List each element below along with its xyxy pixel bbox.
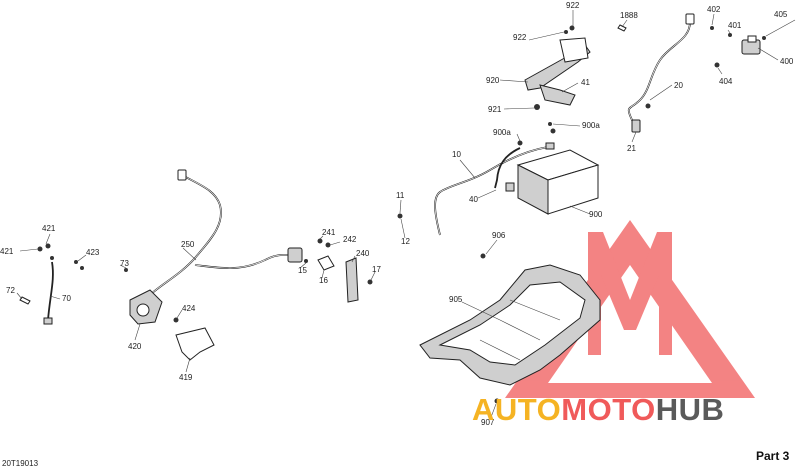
part-title: Part 3 xyxy=(756,449,790,463)
callout-16: 16 xyxy=(319,276,328,285)
svg-text:AUTOMOTOHUB: AUTOMOTOHUB xyxy=(472,392,724,427)
callout-906: 906 xyxy=(492,231,506,240)
callout-250: 250 xyxy=(181,240,195,249)
bracket-920-assembly xyxy=(524,25,591,126)
callout-10: 10 xyxy=(452,150,461,159)
callout-40: 40 xyxy=(469,195,478,204)
callout-21: 21 xyxy=(627,144,636,153)
watermark-text: AUTOMOTOHUB xyxy=(472,392,724,427)
callout-1888: 1888 xyxy=(620,11,638,20)
leader-lines xyxy=(16,10,796,421)
left-cable-assembly xyxy=(19,243,84,325)
callout-401: 401 xyxy=(728,21,742,30)
callout-424: 424 xyxy=(182,304,196,313)
callout-41: 41 xyxy=(581,78,590,87)
callout-17: 17 xyxy=(372,265,381,274)
watermark-triangle-m xyxy=(588,232,672,355)
callout-421-top: 421 xyxy=(42,224,56,233)
callout-920: 920 xyxy=(486,76,500,85)
callout-400: 400 xyxy=(780,57,794,66)
callout-900a-left: 900a xyxy=(493,128,511,137)
callout-907: 907 xyxy=(481,418,495,427)
callout-20: 20 xyxy=(674,81,683,90)
callout-423: 423 xyxy=(86,248,100,257)
callout-240: 240 xyxy=(356,249,370,258)
callout-905: 905 xyxy=(449,295,463,304)
callout-72: 72 xyxy=(6,286,15,295)
relay-bracket-assembly xyxy=(304,238,373,303)
figure-code: 20T19013 xyxy=(2,459,39,468)
callout-922: 922 xyxy=(513,33,527,42)
callout-922-top: 922 xyxy=(566,1,580,10)
callout-73: 73 xyxy=(120,259,129,268)
callout-419: 419 xyxy=(179,373,193,382)
callout-421-left: 421 xyxy=(0,247,14,256)
callout-921: 921 xyxy=(488,105,502,114)
watermark-word-moto: MOTO xyxy=(561,392,655,427)
watermark-word-auto: AUTO xyxy=(472,392,561,427)
callout-402: 402 xyxy=(707,5,721,14)
callout-404: 404 xyxy=(719,77,733,86)
callout-405: 405 xyxy=(774,10,788,19)
callout-15: 15 xyxy=(298,266,307,275)
harness-250-assembly xyxy=(124,169,303,361)
watermark-logo xyxy=(505,220,755,398)
callout-11: 11 xyxy=(396,191,405,200)
callout-labels: 922 922 1888 402 405 401 400 404 20 920 … xyxy=(0,1,794,427)
battery-tray-assembly xyxy=(419,253,601,404)
callout-900: 900 xyxy=(589,210,603,219)
callout-420: 420 xyxy=(128,342,142,351)
callout-12: 12 xyxy=(401,237,410,246)
callout-242: 242 xyxy=(343,235,357,244)
watermark-triangle-outer xyxy=(505,220,755,398)
callout-70: 70 xyxy=(62,294,71,303)
battery-assembly xyxy=(397,128,600,236)
callout-241: 241 xyxy=(322,228,336,237)
cable-20-assembly xyxy=(617,13,766,133)
watermark-word-hub: HUB xyxy=(656,392,725,427)
callout-900a-right: 900a xyxy=(582,121,600,130)
